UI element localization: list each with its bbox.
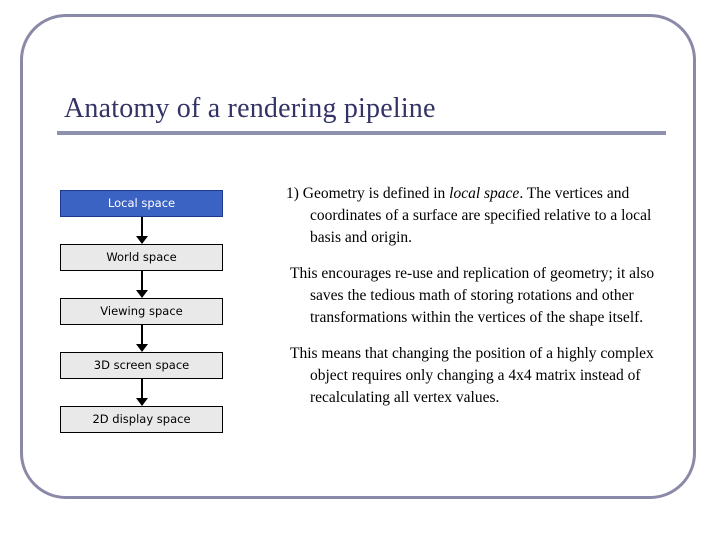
slide-frame: [20, 14, 696, 499]
arrow-head-icon: [136, 290, 148, 298]
flow-node-label: World space: [106, 250, 177, 264]
emphasis-local-space: local space: [449, 185, 520, 202]
arrow-stem: [141, 325, 143, 346]
flow-node-local-space[interactable]: Local space: [60, 190, 223, 217]
flow-node-label: 2D display space: [92, 412, 191, 426]
arrow-stem: [141, 379, 143, 400]
flow-node-label: 3D screen space: [93, 358, 190, 372]
body-text-column: 1) Geometry is defined in local space. T…: [286, 183, 672, 423]
arrow-head-icon: [136, 398, 148, 406]
flow-node-viewing-space[interactable]: Viewing space: [60, 298, 223, 325]
arrow-stem: [141, 217, 143, 238]
arrow-stem: [141, 271, 143, 292]
body-paragraph-2: This encourages re-use and replication o…: [290, 265, 655, 326]
arrow-head-icon: [136, 344, 148, 352]
flow-node-label: Viewing space: [100, 304, 183, 318]
page-title: Anatomy of a rendering pipeline: [64, 93, 436, 124]
arrow-head-icon: [136, 236, 148, 244]
flow-arrow-2: [60, 271, 223, 298]
flow-node-2d-display-space[interactable]: 2D display space: [60, 406, 223, 433]
flow-arrow-1: [60, 217, 223, 244]
list-marker: 1): [286, 185, 303, 202]
title-underline-rule: [57, 131, 666, 135]
flow-arrow-4: [60, 379, 223, 406]
body-paragraph-1: 1) Geometry is defined in local space. T…: [286, 183, 672, 249]
flow-arrow-3: [60, 325, 223, 352]
pipeline-flowchart: Local space World space Viewing space 3D…: [60, 190, 223, 433]
flow-node-world-space[interactable]: World space: [60, 244, 223, 271]
paragraph-text-before-italic: Geometry is defined in: [302, 185, 450, 202]
paragraph-text-after-italic: . The vertices and coordinates of a surf…: [310, 185, 652, 246]
body-paragraph-3: This means that changing the position of…: [290, 345, 654, 406]
flow-node-label: Local space: [107, 196, 176, 210]
flow-node-3d-screen-space[interactable]: 3D screen space: [60, 352, 223, 379]
